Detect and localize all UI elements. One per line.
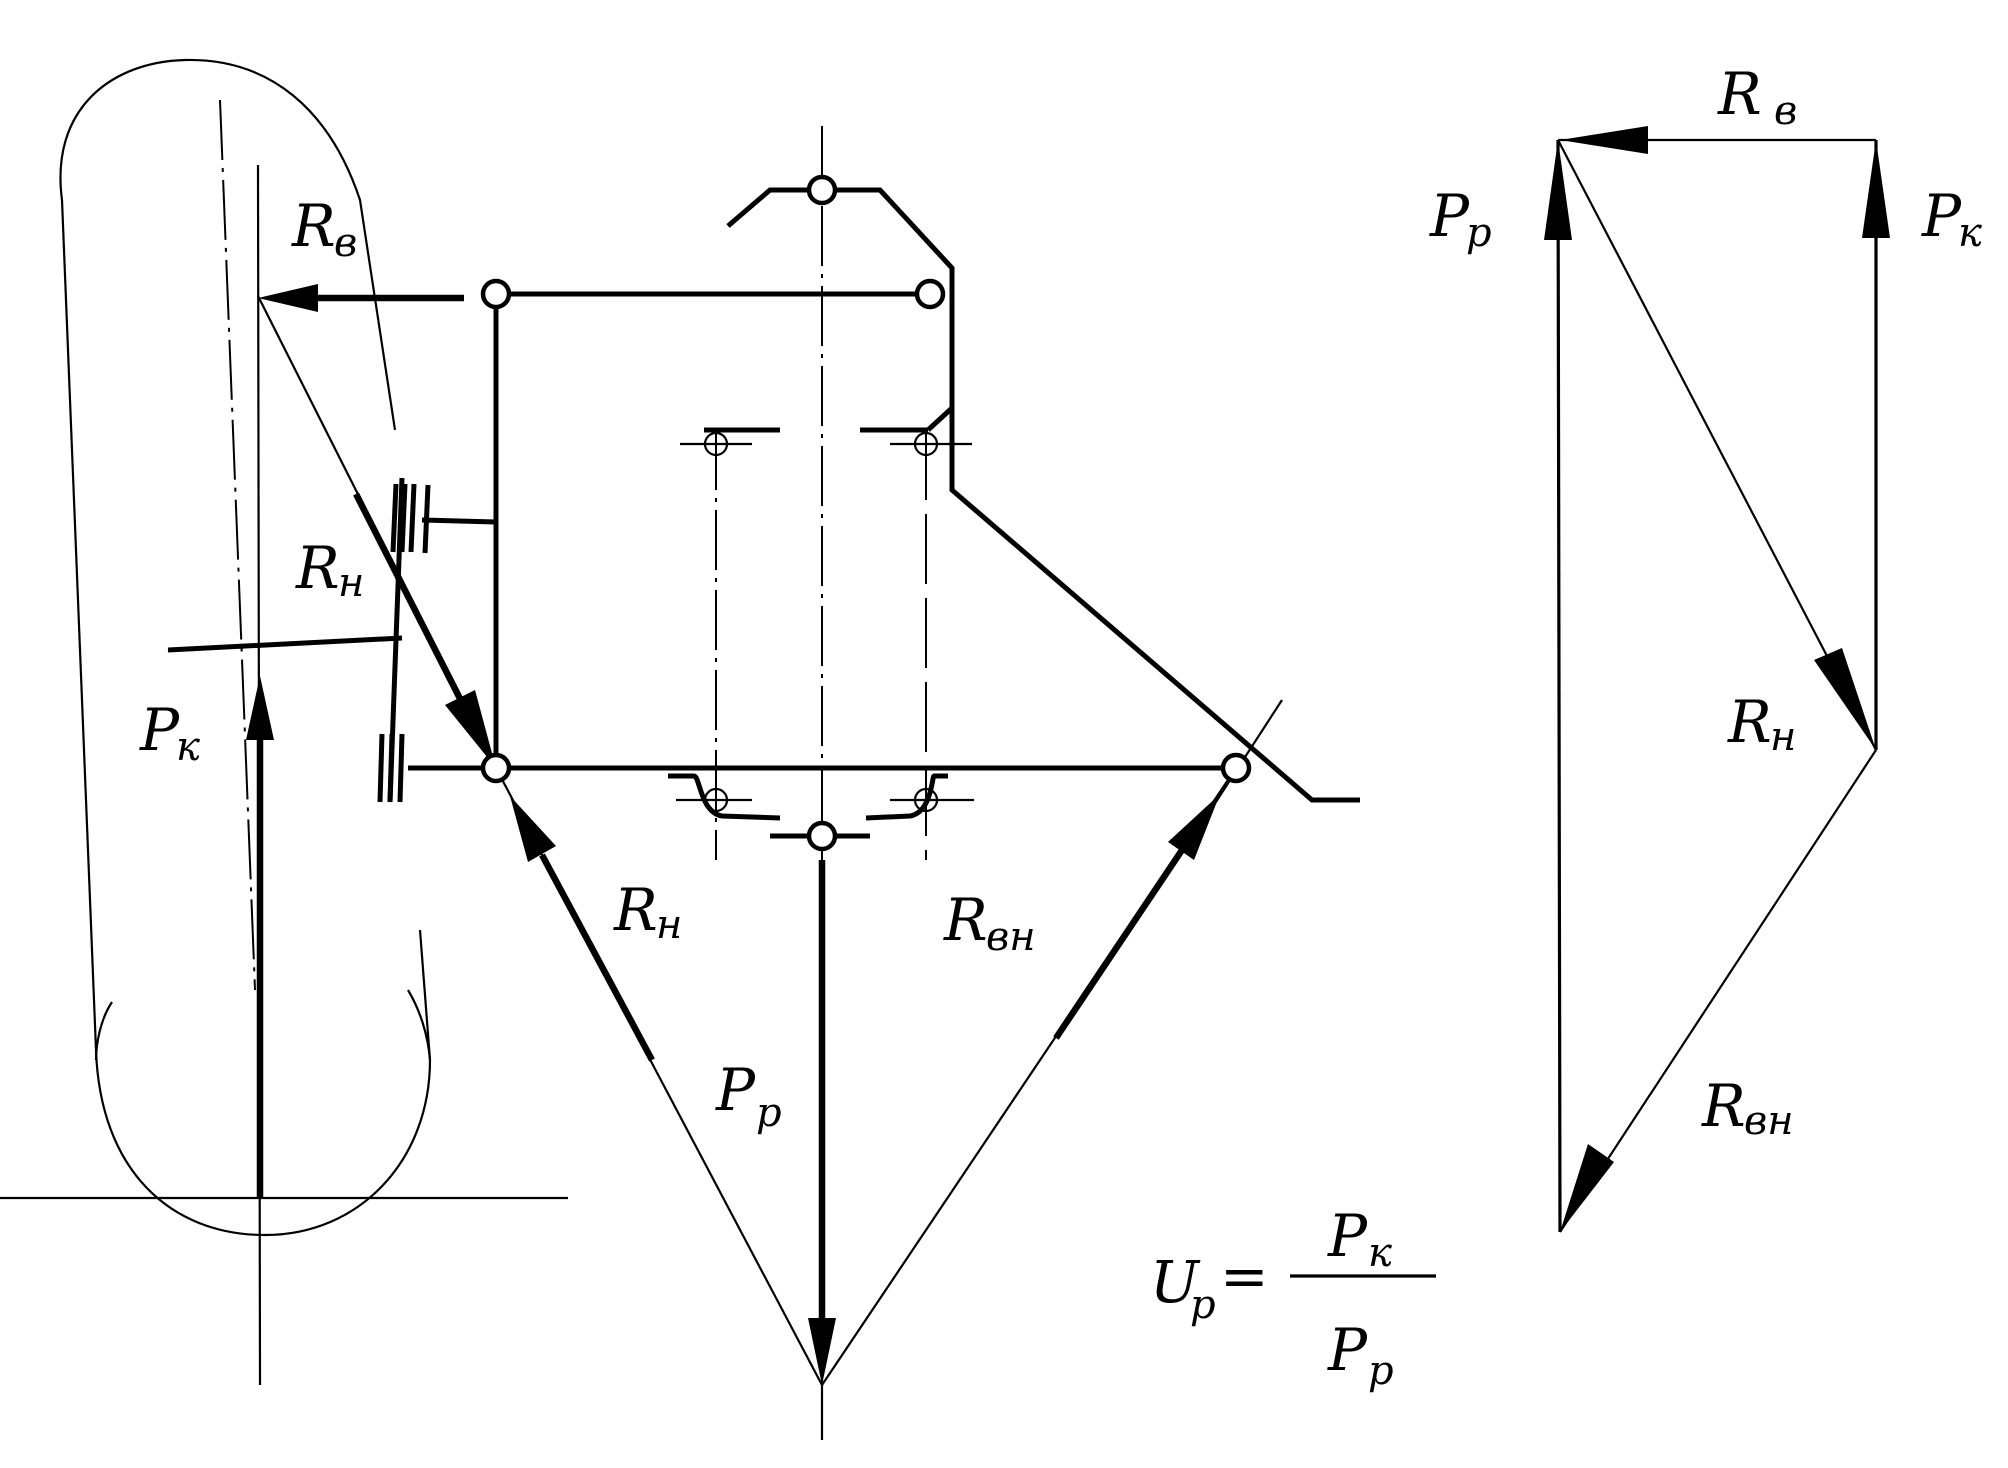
pp-arrow [808,1318,836,1385]
label-rn-left: R н [295,534,364,606]
rn-arrow [510,796,556,862]
svg-text:к: к [1958,210,1982,256]
pk-arrow [246,676,274,740]
svg-text:в: в [1774,88,1797,134]
suspension-arms [493,291,1236,771]
joints [480,174,1252,852]
svg-text:R: R [1717,60,1762,128]
svg-text:=: = [1220,1242,1269,1310]
svg-text:р: р [1368,1348,1394,1394]
label-rv-right: R в [1717,60,1797,134]
force-polygon [1544,126,1890,1233]
wheel [59,58,432,1237]
svg-text:к: к [1368,1230,1392,1276]
label-rv-left: R в [291,192,357,266]
svg-text:р: р [1190,1282,1216,1328]
label-pk-left: P к [139,696,200,770]
svg-text:н: н [656,902,682,948]
wheel-centerline [219,99,256,991]
label-pp-right: P р [1429,182,1492,256]
label-rvn-mid: R вн [943,886,1036,960]
svg-text:р: р [1466,210,1492,256]
svg-text:P: P [715,1056,756,1124]
label-pk-right: P к [1921,182,1982,256]
steering-knuckle [167,477,497,803]
svg-text:P: P [1327,1202,1368,1270]
svg-text:н: н [338,560,364,606]
svg-text:R: R [613,876,658,944]
svg-text:в: в [334,220,357,266]
svg-text:R: R [295,534,340,602]
rvn-arrow [1168,794,1220,860]
svg-text:P: P [1327,1316,1368,1384]
svg-text:R: R [1701,1072,1746,1140]
svg-text:R: R [1727,688,1772,756]
svg-text:R: R [943,886,988,954]
svg-text:P: P [1429,182,1470,250]
svg-text:р: р [756,1090,782,1136]
label-rn-mid: R н [613,876,682,948]
svg-text:U: U [1150,1248,1201,1316]
rv-arrow [258,284,318,312]
svg-text:P: P [139,696,180,764]
svg-text:к: к [176,724,200,770]
ratio-formula: U р = P к P р [1150,1202,1436,1394]
svg-text:R: R [291,192,336,260]
svg-text:вн: вн [1744,1098,1794,1144]
svg-text:н: н [1770,714,1796,760]
mount-markers [676,431,974,813]
svg-text:вн: вн [986,914,1036,960]
label-rvn-right: R вн [1701,1072,1794,1144]
label-pp-mid: P р [715,1056,782,1136]
svg-text:P: P [1921,182,1962,250]
label-rn-right: R н [1727,688,1796,760]
